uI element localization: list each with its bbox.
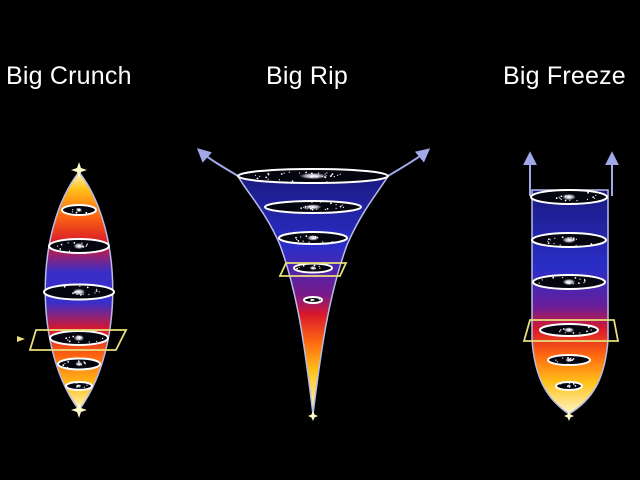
universe-slice <box>530 189 608 205</box>
universe-slice <box>532 274 606 290</box>
universe-slice <box>57 357 101 371</box>
big-crunch-star-icon <box>71 402 87 418</box>
big-crunch-now-marker <box>28 329 128 351</box>
big-bang-star-icon <box>564 411 574 421</box>
big-rip-left-arrow <box>196 148 239 177</box>
universe-slice <box>264 200 362 214</box>
big-rip-right-arrow <box>387 148 431 177</box>
universe-slice <box>293 262 333 274</box>
universe-slice <box>547 354 591 366</box>
big-bang-star-icon <box>71 162 87 178</box>
universe-slice <box>48 238 110 254</box>
universe-slice <box>43 283 115 301</box>
universe-slice <box>531 232 607 248</box>
big-freeze-slices <box>530 189 608 391</box>
big-freeze-now-marker <box>522 319 620 342</box>
big-crunch-diagram <box>17 162 128 418</box>
universe-slice <box>303 296 323 304</box>
universe-slice <box>555 381 583 391</box>
big-rip-title: Big Rip <box>266 62 348 90</box>
big-freeze-envelope <box>531 189 609 415</box>
now-pointer-icon <box>17 336 25 342</box>
universe-slice <box>278 231 348 245</box>
big-bang-star-icon <box>308 411 318 421</box>
big-rip-now-marker <box>278 262 348 277</box>
big-crunch-slices <box>43 204 115 391</box>
big-crunch-title: Big Crunch <box>6 62 132 90</box>
universe-slice <box>237 168 389 184</box>
big-rip-diagram <box>196 148 431 421</box>
universe-slice <box>49 330 109 346</box>
universe-slice <box>65 381 93 391</box>
big-freeze-diagram <box>522 151 620 421</box>
universe-slice <box>61 204 97 216</box>
universe-slice <box>539 323 599 337</box>
big-freeze-title: Big Freeze <box>503 62 626 90</box>
